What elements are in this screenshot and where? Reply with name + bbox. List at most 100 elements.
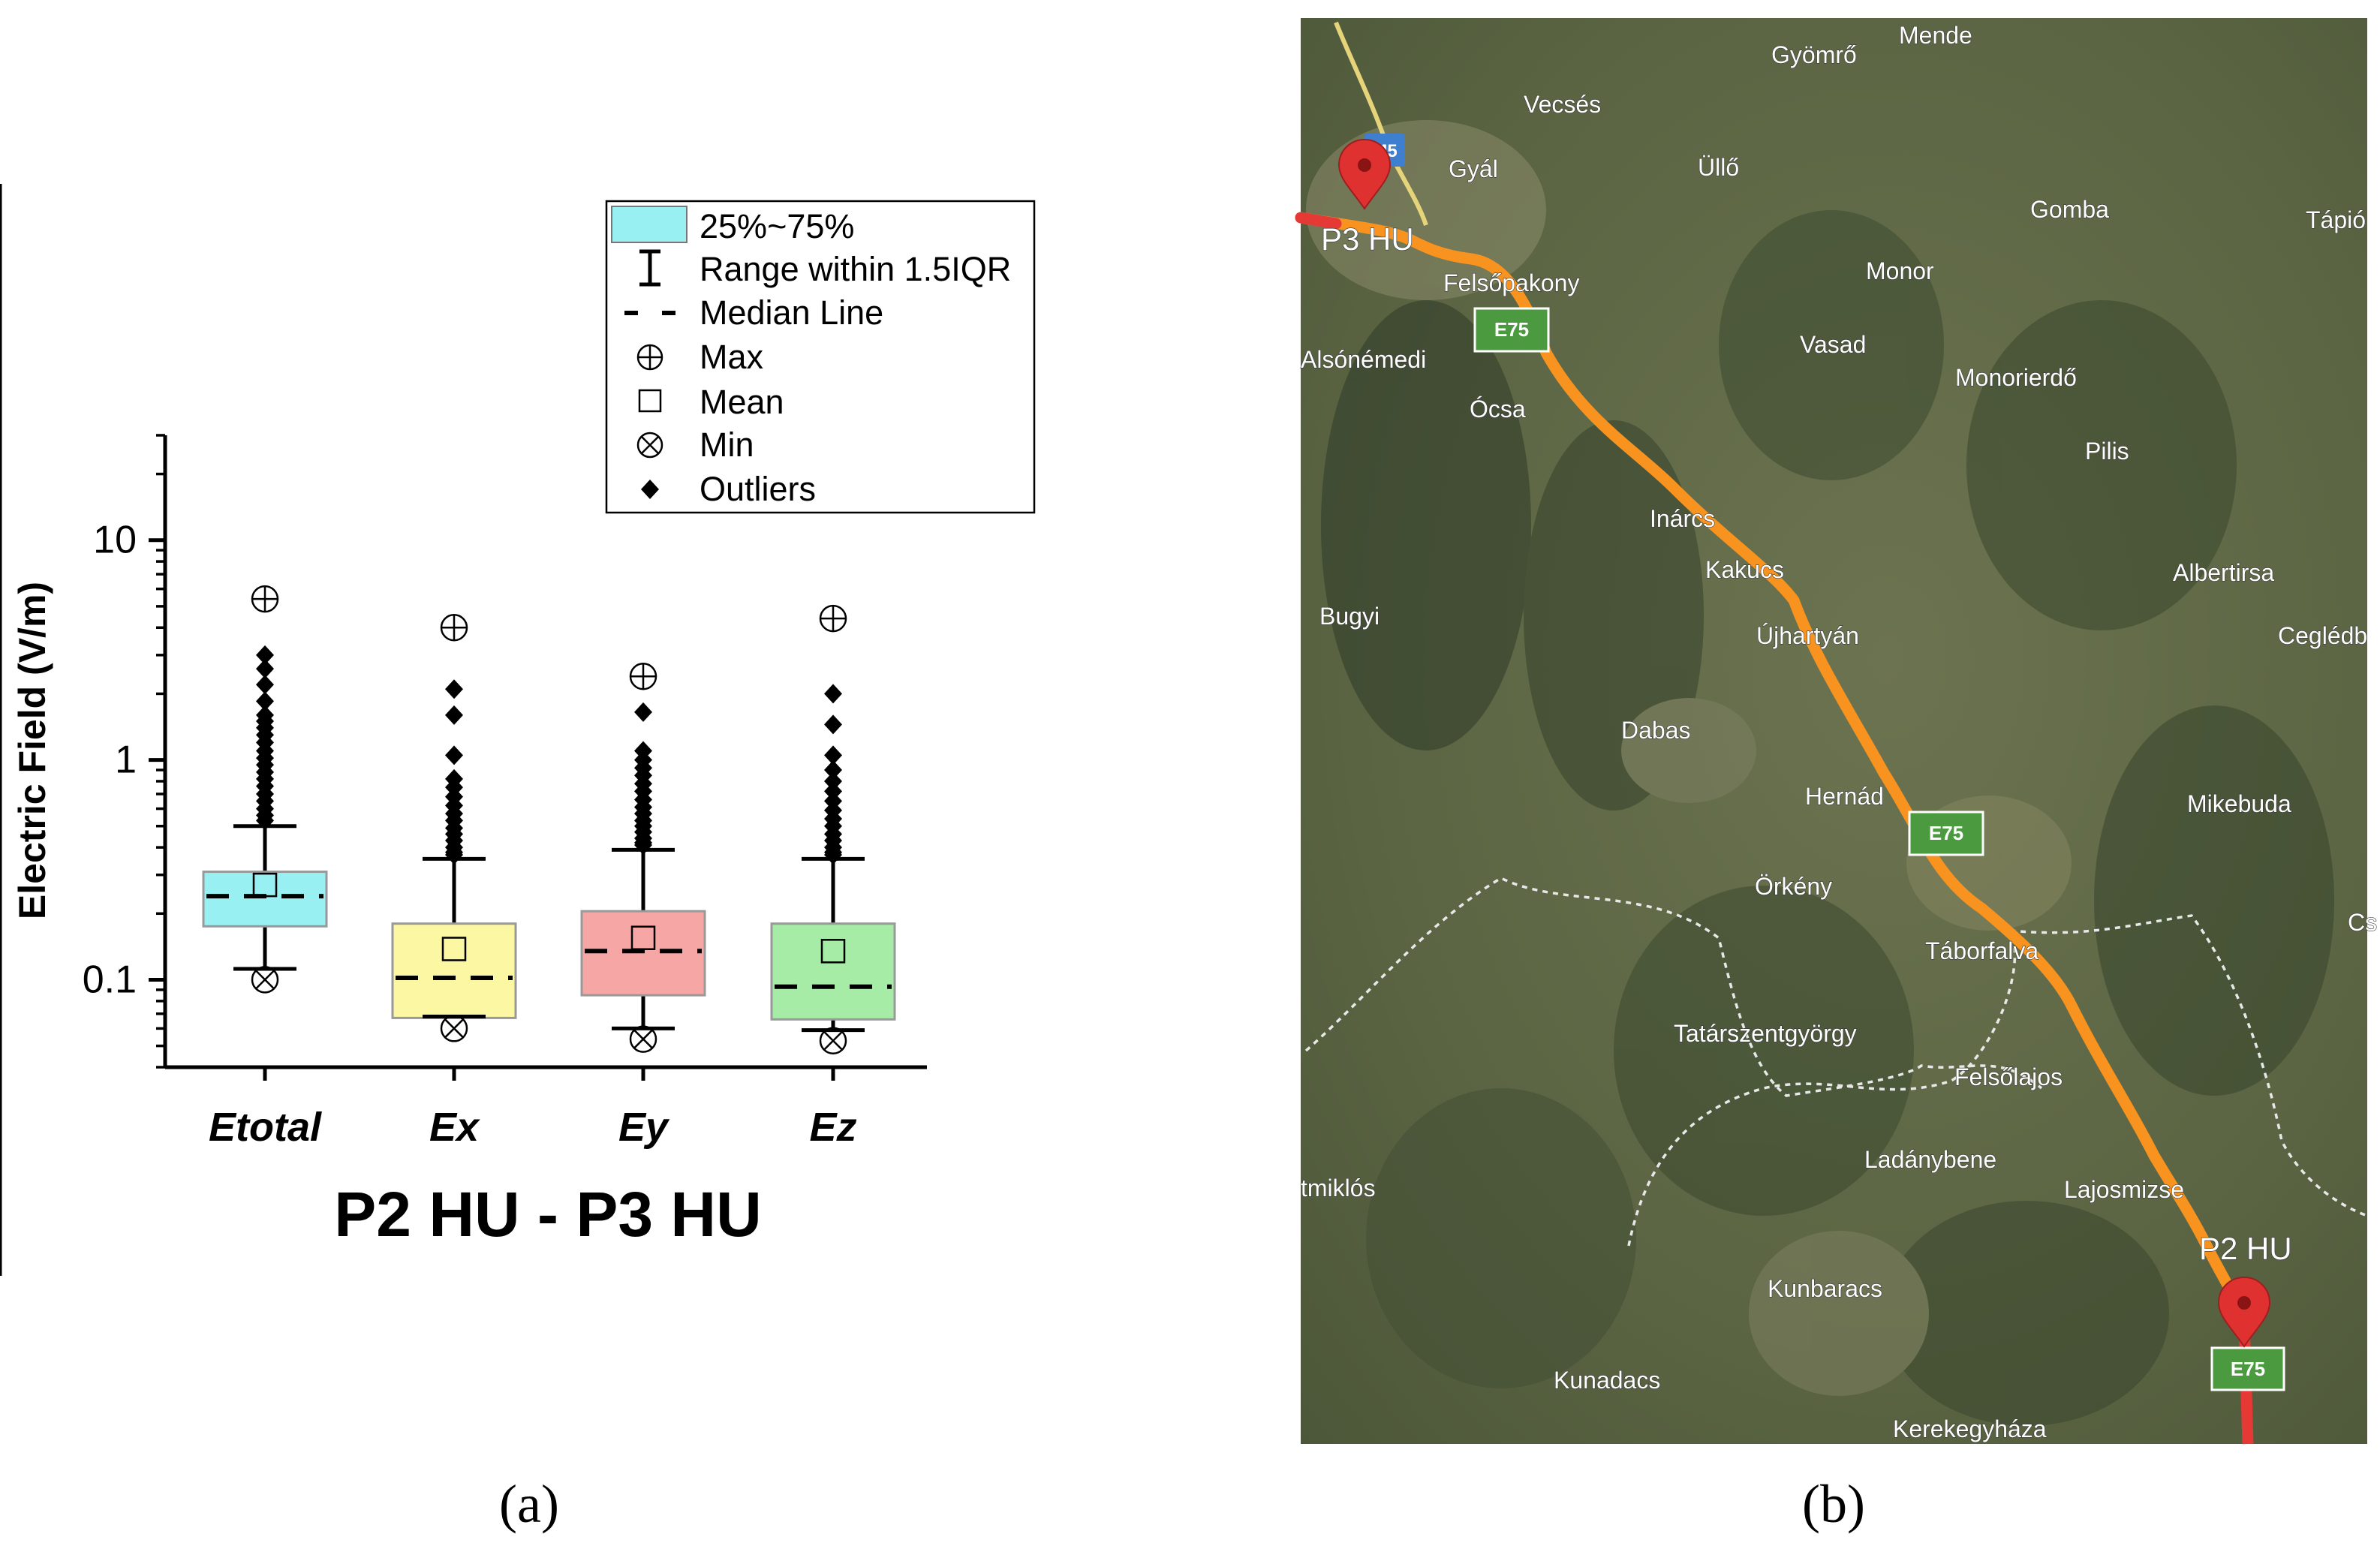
legend: 25%~75% Range within 1.5IQR Median Line …: [605, 200, 1036, 514]
x-tick-label: Ey: [618, 1105, 670, 1150]
map-place-label: Gomba: [2030, 196, 2109, 223]
legend-label-median: Median Line: [700, 293, 883, 332]
outlier-point: [445, 705, 463, 725]
route-line: [1295, 212, 2250, 1327]
road-shield: E75: [1908, 811, 1984, 856]
min-marker-cross: [823, 1030, 843, 1051]
outlier-point: [256, 645, 274, 665]
map-place-label: Gyál: [1449, 155, 1498, 182]
outlier-point: [824, 684, 842, 704]
outlier-point: [256, 811, 274, 831]
map-place-label: Monor: [1866, 257, 1934, 284]
outlier-point: [824, 781, 842, 802]
map-place-label: Cs: [2348, 909, 2377, 936]
map-place-label: Monorierdő: [1955, 364, 2077, 391]
outlier-point: [445, 845, 463, 865]
map-place-label: Gyömrő: [1771, 41, 1857, 68]
map-pin-icon: [1337, 138, 1392, 210]
min-marker-cross: [255, 970, 275, 990]
x-tick-label: Ex: [429, 1105, 480, 1150]
min-marker: [629, 1025, 657, 1053]
road-shield-label: E75: [1929, 822, 1963, 844]
map-place-label: Tatárszentgyörgy: [1674, 1020, 1857, 1047]
map-place-label: Újhartyán: [1756, 622, 1859, 649]
map-place-label: Alsónémedi: [1301, 346, 1426, 373]
min-marker: [819, 1027, 847, 1054]
legend-symbol-min: [636, 432, 663, 459]
marker-label-p2: P2 HU: [2199, 1231, 2292, 1266]
legend-label-outliers: Outliers: [700, 470, 816, 508]
min-marker-cross: [444, 1018, 464, 1039]
map-place-label: Vecsés: [1524, 91, 1601, 118]
road-shield-label: E75: [1494, 318, 1529, 341]
map-place-label: Kerekegyháza: [1893, 1415, 2047, 1442]
legend-symbol-outliers: [641, 480, 659, 499]
legend-label-iqr: 25%~75%: [700, 207, 854, 245]
legend-symbol-mean: [638, 389, 662, 413]
legend-swatch-iqr: [611, 206, 688, 243]
map-place-label: Pilis: [2085, 438, 2129, 465]
outlier-point: [634, 835, 652, 855]
outlier-point: [634, 702, 652, 722]
y-tick-label: 1: [115, 738, 137, 782]
route-line-start: [1295, 212, 1342, 230]
y-tick-label: 10: [93, 519, 137, 562]
mean-marker: [630, 925, 656, 950]
iqr-box: [202, 871, 328, 928]
chart-title: P2 HU - P3 HU: [334, 1179, 761, 1250]
marker-label-p3: P3 HU: [1321, 221, 1414, 257]
map-place-label: Ceglédb: [2278, 622, 2367, 649]
map-terrain-patches: [1306, 120, 2334, 1426]
min-marker: [251, 966, 279, 994]
outlier-point: [824, 759, 842, 780]
map-boundary-line: [1304, 877, 2043, 1097]
map-place-label: Felsőlajos: [1954, 1063, 2063, 1090]
iqr-box: [391, 922, 517, 1019]
map-place-label: Bugyi: [1319, 603, 1380, 630]
map-place-label: Táborfalva: [1925, 937, 2038, 964]
outlier-point: [445, 679, 463, 699]
outlier-point: [445, 745, 463, 765]
outlier-point: [256, 675, 274, 695]
outlier-point: [824, 745, 842, 765]
min-marker: [440, 1015, 468, 1042]
map-place-label: Lajosmizse: [2064, 1176, 2184, 1203]
legend-label-max: Max: [700, 338, 764, 376]
map-pin-icon: [2217, 1276, 2271, 1348]
map-place-label: Kunbaracs: [1768, 1275, 1882, 1302]
legend-symbol-range: [639, 249, 660, 287]
map-place-label: Mikebuda: [2187, 790, 2291, 817]
legend-symbol-max: [636, 344, 663, 371]
y-tick-label: 0.1: [83, 958, 137, 1001]
mean-marker: [820, 939, 846, 964]
legend-label-min: Min: [700, 426, 754, 464]
map-place-label: Ladánybene: [1864, 1146, 1996, 1173]
outlier-point: [824, 714, 842, 735]
map-place-label: Tápió: [2306, 206, 2366, 233]
road-shield: E75: [2210, 1346, 2285, 1391]
map-place-label: Albertirsa: [2173, 559, 2274, 586]
mean-marker: [252, 872, 278, 898]
outlier-point: [256, 691, 274, 711]
map-place-label: Felsőpakony: [1443, 269, 1579, 296]
map-place-label: Inárcs: [1650, 505, 1715, 532]
outlier-point: [824, 771, 842, 791]
map-place-label: Dabas: [1621, 717, 1691, 744]
legend-label-mean: Mean: [700, 383, 784, 421]
panel-a-label: (a): [499, 1474, 559, 1534]
map-place-label: Vasad: [1800, 331, 1866, 358]
x-tick-label: Ez: [809, 1105, 856, 1150]
y-axis-label: Electric Field (V/m): [11, 582, 53, 919]
map-place-label: Mende: [1899, 22, 1972, 49]
map-place-label: Kunadacs: [1554, 1367, 1660, 1394]
road-shield-label: E75: [2231, 1358, 2265, 1380]
map-place-label: tmiklós: [1301, 1175, 1376, 1202]
legend-frame: [605, 200, 1036, 514]
road-shield: E75: [1473, 307, 1550, 353]
map-place-label: Ócsa: [1470, 396, 1526, 423]
